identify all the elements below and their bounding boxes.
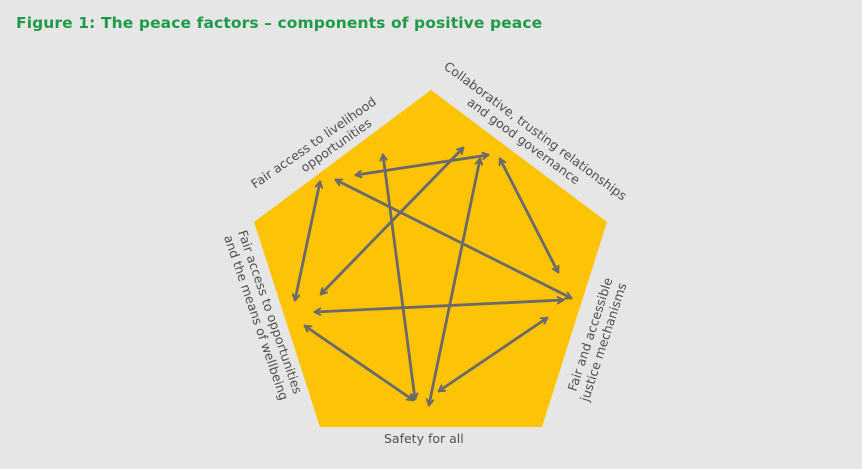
arrow-safety-wellbeing [303, 324, 415, 402]
label-safety-line1: Safety for all [384, 431, 464, 446]
arrow-livelihood-wellbeing [295, 180, 320, 302]
connection-arrows [295, 146, 573, 407]
label-safety: Safety for all [384, 431, 464, 446]
arrow-justice-safety [437, 316, 549, 393]
figure-title: Figure 1: The peace factors – components… [16, 14, 543, 32]
arrow-governance-justice [500, 157, 558, 274]
arrow-governance-wellbeing [319, 146, 465, 296]
arrow-justice-wellbeing [313, 300, 565, 312]
